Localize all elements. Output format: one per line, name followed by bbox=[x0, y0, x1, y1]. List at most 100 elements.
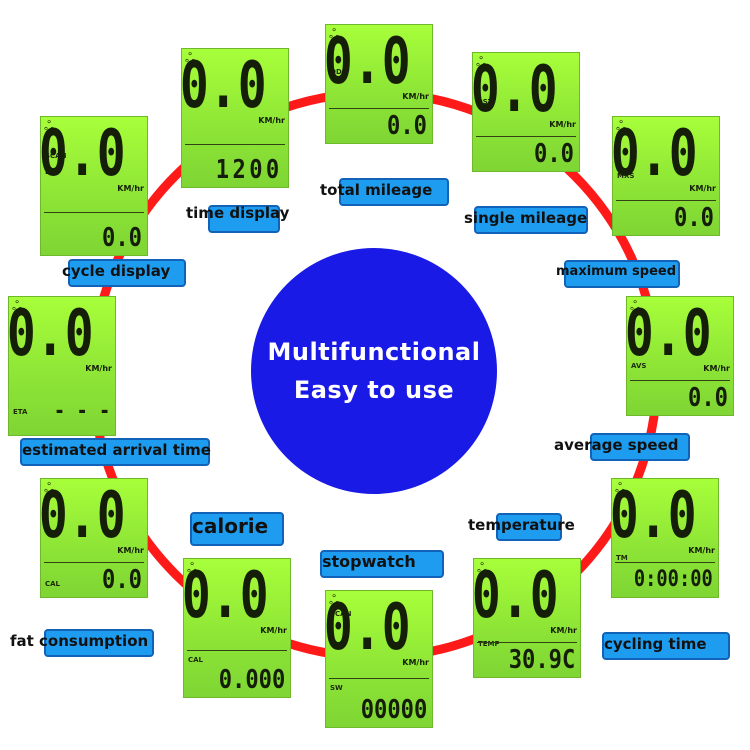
label-estimated-arrival-time: estimated arrival time bbox=[22, 441, 211, 459]
tag-estimated-arrival-time bbox=[20, 438, 210, 466]
mode-label: MXS bbox=[617, 172, 635, 180]
tag-time-display bbox=[208, 205, 280, 233]
speed-unit: KM/hr bbox=[550, 626, 577, 635]
tag-total-mileage bbox=[339, 178, 449, 206]
speed-unit: KM/hr bbox=[260, 626, 287, 635]
speed-digit: 0.0 bbox=[8, 297, 94, 371]
speed-unit: KM/hr bbox=[688, 546, 715, 555]
speed-digit: 0.0 bbox=[325, 25, 411, 99]
divider bbox=[630, 380, 730, 381]
speed-digit: 0.0 bbox=[473, 559, 559, 633]
lcd-stopwatch: ஃ SCAN SW 0.0 KM/hr 00000 bbox=[325, 590, 433, 728]
bike-icon: ஃ bbox=[12, 299, 23, 314]
divider bbox=[44, 212, 144, 213]
speed-digit: 0.0 bbox=[183, 559, 269, 633]
bottom-readout: 0.0 bbox=[674, 203, 714, 233]
mode-label: ETA bbox=[13, 408, 28, 416]
bottom-readout: 0.0 bbox=[688, 383, 728, 413]
tag-calorie bbox=[190, 512, 284, 546]
divider bbox=[477, 642, 577, 643]
speed-unit: KM/hr bbox=[703, 364, 730, 373]
mode-label: CAL bbox=[45, 580, 61, 588]
bottom-readout: - - - bbox=[53, 399, 110, 424]
mode-label: TEMP bbox=[478, 640, 500, 648]
lcd-cycle-display: ஃ SCAN DST 0.0 KM/hr 0.0 bbox=[40, 116, 148, 256]
speed-unit: KM/hr bbox=[689, 184, 716, 193]
center-title-line1: Multifunctional bbox=[267, 338, 481, 366]
center-title-line2: Easy to use bbox=[293, 376, 455, 404]
bottom-readout: 0.0 bbox=[534, 139, 574, 169]
tag-fat-consumption bbox=[44, 629, 154, 657]
bike-icon: ஃ bbox=[616, 119, 627, 134]
speed-digit: 0.0 bbox=[472, 53, 558, 127]
lcd-total-mileage: ஃ ODO 0.0 KM/hr 0.0 bbox=[325, 24, 433, 144]
tag-single-mileage bbox=[474, 206, 588, 234]
speed-unit: KM/hr bbox=[549, 120, 576, 129]
speed-digit: 0.0 bbox=[611, 479, 697, 553]
speed-digit: 0.0 bbox=[181, 49, 267, 123]
bike-icon: ஃ bbox=[630, 299, 641, 314]
mode-label: SCAN bbox=[45, 152, 67, 160]
speed-digit: 0.0 bbox=[40, 479, 126, 553]
speed-unit: KM/hr bbox=[117, 546, 144, 555]
tag-stopwatch bbox=[320, 550, 444, 578]
label-cycling-time: cycling time bbox=[604, 635, 707, 653]
bottom-readout: 0:00:00 bbox=[634, 567, 713, 592]
scan-label: SCAN bbox=[330, 610, 352, 618]
center-circle: Multifunctional Easy to use bbox=[251, 248, 497, 494]
tag-average-speed bbox=[590, 433, 690, 461]
label-total-mileage: total mileage bbox=[320, 181, 433, 199]
lcd-fat-consumption: ஃ CAL 0.0 KM/hr 0.0 bbox=[40, 478, 148, 598]
label-calorie: calorie bbox=[192, 514, 269, 538]
divider bbox=[185, 144, 285, 145]
divider bbox=[476, 136, 576, 137]
divider bbox=[187, 650, 287, 651]
tag-temperature bbox=[496, 513, 562, 541]
tag-cycle-display bbox=[68, 259, 186, 287]
speed-unit: KM/hr bbox=[258, 116, 285, 125]
bike-icon: ஃ bbox=[185, 51, 196, 66]
tag-cycling-time bbox=[602, 632, 730, 660]
speed-digit: 0.0 bbox=[626, 297, 712, 371]
lcd-maximum-speed: ஃ MXS 0.0 KM/hr 0.0 bbox=[612, 116, 720, 236]
tag-maximum-speed bbox=[564, 260, 680, 288]
bike-icon: ஃ bbox=[44, 481, 55, 496]
mode-label: SW bbox=[330, 684, 343, 692]
bike-icon: ஃ bbox=[615, 481, 626, 496]
divider bbox=[329, 108, 429, 109]
lcd-calorie: ஃ CAL 0.0 KM/hr 0.000 bbox=[183, 558, 291, 698]
mode-label: DST bbox=[477, 98, 493, 106]
bike-icon: ஃ bbox=[476, 55, 487, 70]
mode-label: CAL bbox=[188, 656, 204, 664]
label-stopwatch: stopwatch bbox=[322, 552, 416, 571]
divider bbox=[615, 562, 715, 563]
speed-unit: KM/hr bbox=[85, 364, 112, 373]
mode-label: ODO bbox=[330, 68, 348, 76]
bottom-readout: 1200 bbox=[216, 155, 283, 185]
label-maximum-speed: maximum speed bbox=[556, 264, 677, 279]
bike-icon: ஃ bbox=[187, 561, 198, 576]
speed-unit: KM/hr bbox=[402, 658, 429, 667]
bottom-readout: 30.9C bbox=[508, 645, 575, 675]
lcd-cycling-time: ஃ TM 0.0 KM/hr 0:00:00 bbox=[611, 478, 719, 598]
speed-digit: 0.0 bbox=[612, 117, 698, 191]
divider bbox=[44, 562, 144, 563]
divider bbox=[616, 200, 716, 201]
lcd-temperature: ஃ TEMP 0.0 KM/hr 30.9C bbox=[473, 558, 581, 678]
bike-icon: ஃ bbox=[477, 561, 488, 576]
lcd-average-speed: ஃ AVS 0.0 KM/hr 0.0 bbox=[626, 296, 734, 416]
bottom-readout: 0.000 bbox=[218, 665, 285, 695]
bottom-readout: 0.0 bbox=[387, 111, 427, 141]
speed-unit: KM/hr bbox=[117, 184, 144, 193]
bike-icon: ஃ bbox=[44, 119, 55, 134]
sub-mode-label: DST bbox=[45, 168, 61, 176]
bottom-readout: 00000 bbox=[360, 695, 427, 725]
mode-label: TM bbox=[616, 554, 628, 562]
lcd-time-display: ஃ 0.0 KM/hr 1200 bbox=[181, 48, 289, 188]
speed-digit: 0.0 bbox=[40, 117, 126, 191]
label-temperature: temperature bbox=[468, 516, 575, 534]
bike-icon: ஃ bbox=[329, 27, 340, 42]
bike-icon: ஃ bbox=[329, 593, 340, 608]
label-cycle-display: cycle display bbox=[62, 262, 171, 280]
